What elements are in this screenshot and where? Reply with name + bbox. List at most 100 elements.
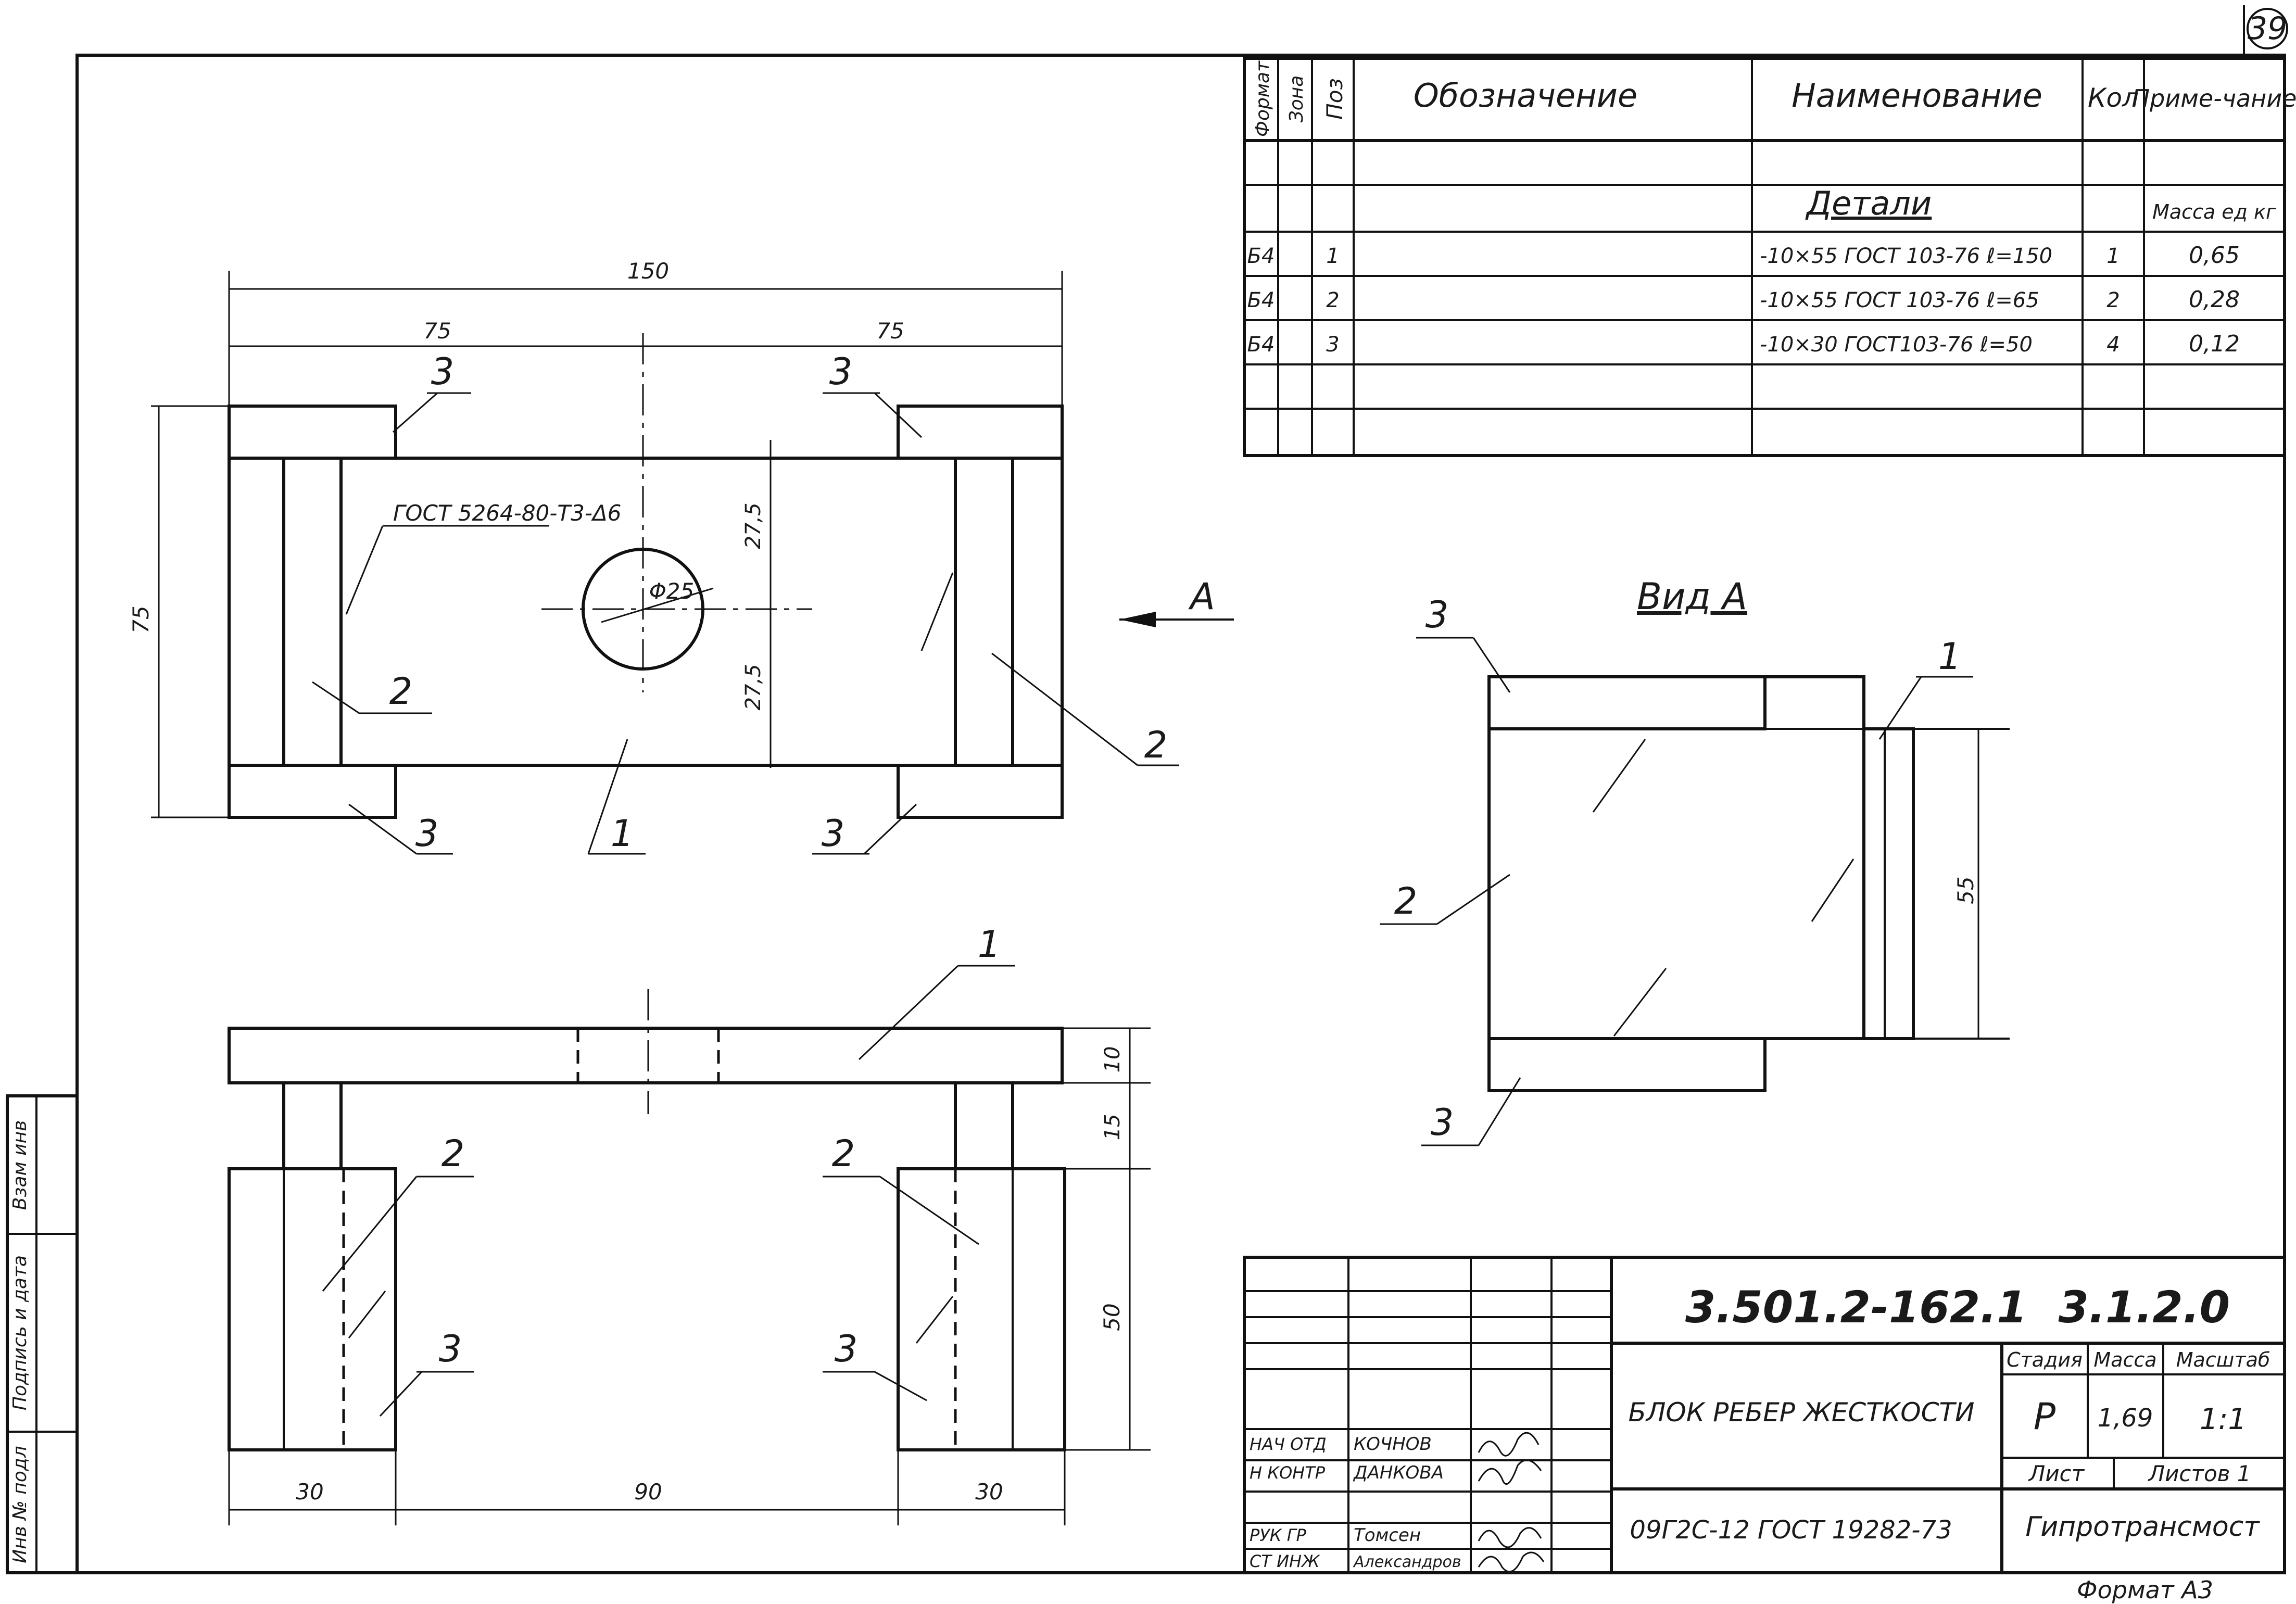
th-note: Приме-чание bbox=[2132, 84, 2296, 112]
th-pos: Поз bbox=[1322, 78, 1347, 120]
signature-mark bbox=[1478, 1527, 1542, 1548]
part-3-pad bbox=[897, 405, 1064, 460]
th-zone: Зона bbox=[1286, 75, 1307, 123]
dim-10: 10 bbox=[1101, 1046, 1125, 1073]
hole-diameter: Φ25 bbox=[649, 578, 695, 604]
mass-note: Масса ед кг bbox=[2152, 200, 2277, 223]
spec-row: Б4 1 -10×55 ГОСТ 103-76 ℓ=150 1 0,65 bbox=[1247, 242, 2240, 269]
view-a: Вид А 55 3 1 2 3 bbox=[1380, 575, 2010, 1146]
callout-3: 3 bbox=[822, 812, 845, 855]
th-designation: Обозначение bbox=[1414, 77, 1637, 115]
dim-27-5-lower: 27,5 bbox=[741, 664, 765, 710]
side-stamp: Инв № подл Подпись и дата Взам инв bbox=[6, 1094, 79, 1574]
svg-text:4: 4 bbox=[2106, 333, 2120, 357]
callout-2: 2 bbox=[832, 1132, 855, 1175]
dim-50: 50 bbox=[1099, 1303, 1125, 1331]
front-rib-stem-left bbox=[282, 1081, 343, 1170]
dim-15: 15 bbox=[1101, 1114, 1125, 1141]
dim-55: 55 bbox=[1953, 876, 1978, 904]
signature-row: Н КОНТР ДАНКОВА bbox=[1250, 1462, 1444, 1483]
part-3-pad bbox=[897, 764, 1064, 819]
svg-text:3: 3 bbox=[1326, 333, 1339, 357]
view-arrow-label: А bbox=[1188, 575, 1215, 618]
svg-text:2: 2 bbox=[1326, 288, 1339, 312]
callout-3: 3 bbox=[829, 350, 853, 393]
svg-text:1: 1 bbox=[2106, 244, 2120, 268]
sheet-frame bbox=[75, 54, 2286, 1574]
spec-table: Формат Зона Поз Обозначение Наименование… bbox=[1243, 57, 2296, 457]
view-a-pad-bottom bbox=[1487, 1037, 1767, 1092]
view-a-rib bbox=[1862, 727, 1915, 1040]
sheet-number: 39 bbox=[2248, 10, 2287, 47]
th-qty: Кол bbox=[2088, 83, 2139, 113]
dim-30-right: 30 bbox=[975, 1479, 1003, 1505]
doc-title: БЛОК РЕБЕР ЖЕСТКОСТИ bbox=[1629, 1397, 1975, 1428]
org-name: Гипротрансмост bbox=[2025, 1511, 2260, 1543]
spec-row: Б4 2 -10×55 ГОСТ 103-76 ℓ=65 2 0,28 bbox=[1247, 286, 2240, 313]
front-view: 10 15 50 30 90 30 1 2 2 3 3 bbox=[228, 923, 1151, 1525]
svg-text:РУК ГР: РУК ГР bbox=[1250, 1525, 1307, 1545]
part-3-pad bbox=[228, 764, 397, 819]
mass-label: Масса bbox=[2093, 1348, 2156, 1371]
callout-1: 1 bbox=[978, 923, 1001, 966]
callout-2: 2 bbox=[1394, 880, 1418, 923]
scale-value: 1:1 bbox=[2200, 1403, 2247, 1436]
front-pad-left bbox=[228, 1167, 397, 1451]
callout-3: 3 bbox=[439, 1328, 462, 1370]
dim-75-right: 75 bbox=[876, 318, 904, 344]
callout-3: 3 bbox=[1425, 593, 1449, 636]
callout-2: 2 bbox=[389, 670, 413, 713]
stamp-inv-podl: Инв № подл bbox=[9, 1446, 31, 1563]
callout-3: 3 bbox=[1431, 1101, 1454, 1144]
svg-text:-10×55 ГОСТ 103-76 ℓ=65: -10×55 ГОСТ 103-76 ℓ=65 bbox=[1760, 288, 2039, 312]
signature-row: СТ ИНЖ Александров bbox=[1250, 1551, 1461, 1571]
callout-1: 1 bbox=[611, 812, 634, 855]
part-2-rib-right bbox=[954, 457, 1014, 767]
part-3-pad bbox=[228, 405, 397, 460]
callout-2: 2 bbox=[441, 1132, 465, 1175]
svg-text:СТ ИНЖ: СТ ИНЖ bbox=[1250, 1551, 1320, 1571]
callout-3: 3 bbox=[431, 350, 455, 393]
signature-mark bbox=[1478, 1432, 1540, 1457]
view-a-title: Вид А bbox=[1637, 575, 1747, 618]
callout-3: 3 bbox=[415, 812, 439, 855]
callout-2: 2 bbox=[1144, 724, 1168, 766]
section-title: Детали bbox=[1805, 184, 1932, 222]
dim-90: 90 bbox=[634, 1479, 662, 1505]
svg-text:НАЧ ОТД: НАЧ ОТД bbox=[1250, 1434, 1327, 1454]
dim-150: 150 bbox=[627, 258, 669, 284]
view-a-pad-top bbox=[1487, 675, 1767, 730]
part-1-plate bbox=[228, 457, 1064, 767]
callout-3: 3 bbox=[835, 1328, 858, 1370]
mass-value: 1,69 bbox=[2098, 1404, 2153, 1433]
view-a-plate bbox=[1487, 675, 1865, 1040]
svg-text:Б4: Б4 bbox=[1247, 244, 1275, 268]
svg-text:-10×55 ГОСТ 103-76 ℓ=150: -10×55 ГОСТ 103-76 ℓ=150 bbox=[1760, 244, 2052, 268]
format-label: Формат А3 bbox=[2077, 1576, 2213, 1604]
dim-75-height: 75 bbox=[128, 605, 154, 633]
stage-value: Р bbox=[2034, 1395, 2056, 1438]
weld-note: ГОСТ 5264-80-Т3-Δ6 bbox=[393, 500, 621, 526]
svg-text:Александров: Александров bbox=[1353, 1553, 1461, 1571]
signature-row: РУК ГР Томсен bbox=[1250, 1525, 1421, 1546]
svg-text:Б4: Б4 bbox=[1247, 333, 1275, 357]
svg-text:0,12: 0,12 bbox=[2189, 331, 2240, 357]
signature-mark bbox=[1478, 1551, 1545, 1573]
signature-row: НАЧ ОТД КОЧНОВ bbox=[1250, 1434, 1432, 1455]
dim-27-5-upper: 27,5 bbox=[741, 502, 765, 549]
svg-text:Н КОНТР: Н КОНТР bbox=[1250, 1463, 1326, 1483]
th-format: Формат bbox=[1252, 60, 1273, 137]
dim-30-left: 30 bbox=[296, 1479, 323, 1505]
stamp-vzam-inv: Взам инв bbox=[9, 1120, 31, 1210]
plan-view: Φ25 ГОСТ 5264-80-Т3-Δ6 150 75 75 75 27,5… bbox=[128, 258, 1234, 855]
sheet-label: Лист bbox=[2028, 1461, 2085, 1486]
svg-text:Б4: Б4 bbox=[1247, 288, 1275, 312]
sheets-label: Листов 1 bbox=[2148, 1461, 2251, 1486]
stage-label: Стадия bbox=[2007, 1348, 2083, 1371]
material: 09Г2С-12 ГОСТ 19282-73 bbox=[1630, 1515, 1952, 1545]
svg-text:1: 1 bbox=[1326, 244, 1339, 268]
front-plate bbox=[228, 1027, 1064, 1084]
